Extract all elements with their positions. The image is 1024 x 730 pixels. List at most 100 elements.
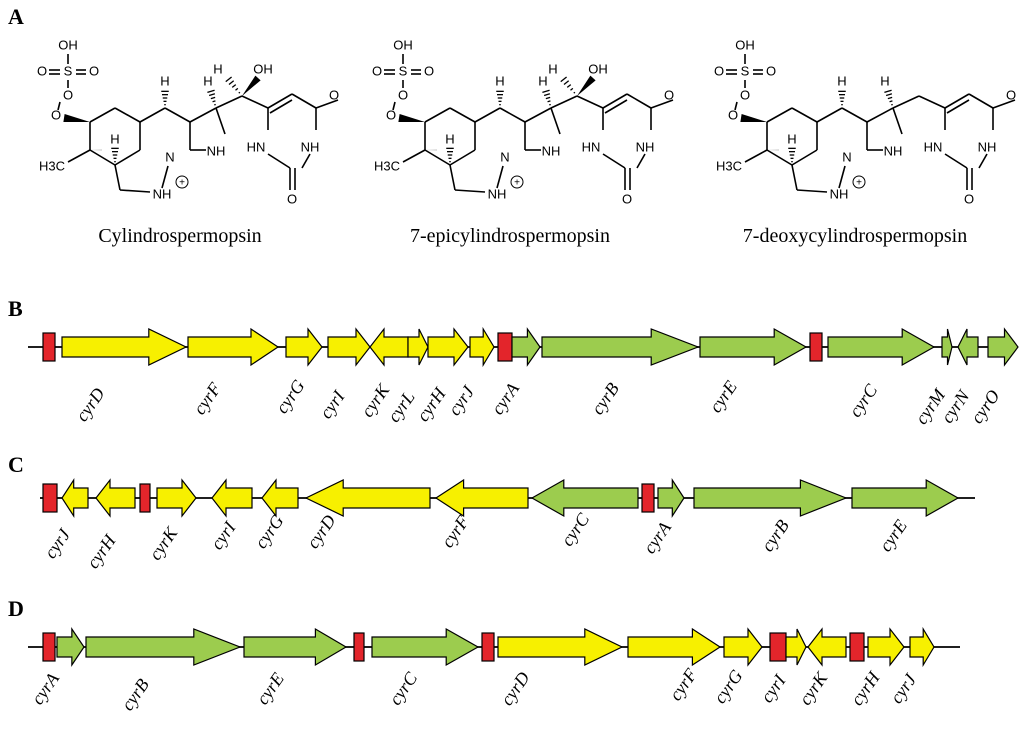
hash-bond xyxy=(547,100,551,103)
gene-arrow-cyrF xyxy=(434,478,529,518)
promoter-box xyxy=(353,632,365,662)
imidazole-nh-label: NH xyxy=(488,186,507,201)
gene-arrow-cyrE xyxy=(851,478,960,518)
gene-arrow-cyrD xyxy=(497,628,624,666)
gene-label-cyrE: cyrE xyxy=(875,516,911,555)
gene-label-cyrA: cyrA xyxy=(487,378,523,418)
gene-label-cyrJ: cyrJ xyxy=(444,381,479,419)
gene-label-cyrB: cyrB xyxy=(117,675,153,714)
ring-nh-label: NH xyxy=(207,143,226,158)
sidechain-oh-label: OH xyxy=(253,61,273,76)
wedge-bond xyxy=(242,75,261,96)
hash-bond xyxy=(225,76,233,83)
promoter-box xyxy=(809,332,823,362)
compound-name-cylindrospermopsin: Cylindrospermopsin xyxy=(98,225,262,247)
gene-label-cyrF: cyrF xyxy=(189,378,225,418)
gene-label-cyrH: cyrH xyxy=(83,530,121,572)
sulfate-o-right-label: O xyxy=(89,63,99,78)
promoter-box xyxy=(849,632,865,662)
hash-bond xyxy=(542,89,550,94)
uracil-nh-label: NH xyxy=(636,139,655,154)
gene-arrow-cyrF xyxy=(627,627,722,667)
gene-arrow-cyrH xyxy=(427,327,469,367)
ring-nh-label: NH xyxy=(884,143,903,158)
uracil-hn-label: HN xyxy=(247,139,266,154)
promoter-box xyxy=(139,483,151,513)
ester-o-label: O xyxy=(51,107,61,122)
hash-bond xyxy=(210,96,216,100)
gene-label-cyrH: cyrH xyxy=(847,667,885,709)
sidechain-h-label: H xyxy=(213,61,222,76)
gene-label-cyrI: cyrI xyxy=(757,670,791,706)
gene-label-cyrF: cyrF xyxy=(437,511,473,551)
gene-label-cyrN: cyrN xyxy=(937,386,974,427)
gene-arrow-cyrA xyxy=(657,477,685,519)
sulfur-label: S xyxy=(741,63,750,78)
hash-bond xyxy=(560,76,568,83)
sulfate-o-left-label: O xyxy=(372,63,382,78)
ring-n-label: N xyxy=(842,149,851,164)
gene-label-cyrI: cyrI xyxy=(316,386,350,422)
gene-arrow-cyrB xyxy=(693,479,848,517)
ester-o-label: O xyxy=(386,107,396,122)
hash-bond xyxy=(885,93,893,97)
gene-label-cyrC: cyrC xyxy=(845,380,882,421)
ring-n-label: N xyxy=(500,149,509,164)
positive-charge-circle xyxy=(175,175,189,189)
gene-arrow-cyrM xyxy=(941,328,953,366)
gene-arrow-cyrO xyxy=(987,327,1019,367)
gene-label-cyrG: cyrG xyxy=(272,376,309,417)
sulfate-o-bridge-label: O xyxy=(63,87,73,102)
sulfate-o-right-label: O xyxy=(424,63,434,78)
gene-arrow-cyrC xyxy=(371,627,480,667)
panel-label-c: C xyxy=(8,452,24,477)
gene-label-cyrG: cyrG xyxy=(710,666,747,707)
gene-label-cyrC: cyrC xyxy=(385,668,422,709)
sulfate-o-bridge-label: O xyxy=(740,87,750,102)
wedge-bond xyxy=(398,114,425,122)
gene-arrow-cyrG xyxy=(261,478,299,518)
bond-lines xyxy=(726,54,1016,193)
uracil-hn-label: HN xyxy=(924,139,943,154)
gene-arrow-cyrI xyxy=(211,478,253,518)
hash-bond xyxy=(238,91,241,94)
methyl-label: H3C xyxy=(374,158,400,173)
gene-arrow-cyrL xyxy=(407,328,429,366)
uracil-o-bottom-label: O xyxy=(287,191,297,206)
gene-arrow-cyrB xyxy=(541,328,700,366)
ring-h-label-2: H xyxy=(160,73,169,88)
promoter-box xyxy=(42,332,56,362)
gene-arrow-cyrA xyxy=(56,627,85,667)
ring-h-label-1: H xyxy=(110,131,119,146)
gene-label-cyrE: cyrE xyxy=(252,669,288,708)
gene-label-cyrB: cyrB xyxy=(587,379,623,418)
wedge-bond xyxy=(577,75,596,96)
sulfate-o-left-label: O xyxy=(714,63,724,78)
gene-label-cyrD: cyrD xyxy=(497,668,534,709)
hash-bond xyxy=(208,93,216,97)
gene-label-cyrJ: cyrJ xyxy=(40,524,75,562)
gene-arrow-cyrI xyxy=(785,628,807,666)
gene-arrow-cyrE xyxy=(243,627,348,667)
uracil-nh-label: NH xyxy=(301,139,320,154)
hash-bond xyxy=(212,100,216,103)
gene-arrow-cyrK xyxy=(156,478,197,518)
uracil-o-bottom-label: O xyxy=(622,191,632,206)
ring-h-label-1: H xyxy=(787,131,796,146)
hash-bond xyxy=(207,89,215,94)
sulfate-oh-label: OH xyxy=(735,37,755,52)
gene-arrow-cyrB xyxy=(85,628,242,666)
ring-h-label-2: H xyxy=(495,73,504,88)
gene-arrow-cyrA xyxy=(511,327,541,367)
sulfate-o-bridge-label: O xyxy=(398,87,408,102)
positive-charge-circle xyxy=(852,175,866,189)
gene-label-cyrD: cyrD xyxy=(72,384,109,425)
gene-arrow-cyrE xyxy=(699,327,808,367)
gene-arrow-cyrK xyxy=(369,327,409,367)
panel-label-a: A xyxy=(8,4,24,29)
gene-label-cyrK: cyrK xyxy=(795,668,832,709)
bond-lines xyxy=(49,54,339,193)
